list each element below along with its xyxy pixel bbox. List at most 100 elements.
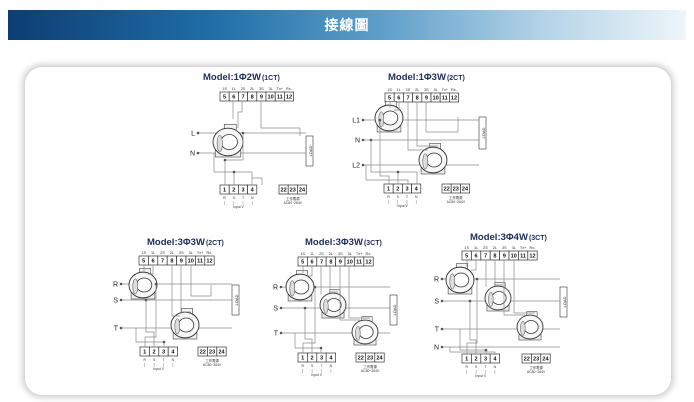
terminal-header-label: Tx+ [197, 251, 204, 255]
terminal-number: 5 [223, 95, 226, 101]
terminal-header-label: 2S [160, 251, 165, 255]
terminal-number: 11 [277, 95, 283, 101]
terminal-number: 3 [162, 350, 165, 356]
load-box: LOAD [231, 284, 240, 316]
terminal-number: 23 [290, 188, 296, 194]
terminal-number: 2 [475, 357, 478, 363]
input-v-label: Input V [311, 373, 322, 377]
current-transformer-icon [484, 282, 512, 312]
phase-sub-label: N [172, 358, 175, 362]
terminal-header-label: 1L [232, 87, 236, 91]
junction-dot [319, 346, 323, 350]
terminal-number: 3 [484, 357, 487, 363]
current-transformer-icon [445, 263, 475, 295]
junction-dot [119, 326, 123, 330]
terminal-number: 7 [320, 260, 323, 266]
phase-label-t: T [274, 330, 279, 337]
load-label: LOAD [481, 127, 486, 138]
phase-sub-label: R [387, 195, 390, 199]
terminal-header-label: 2S [483, 246, 488, 250]
ct-side [488, 291, 494, 307]
terminal-number: 22 [524, 357, 530, 363]
ct-inner-hole [326, 298, 342, 312]
power-label: 工作電源 [529, 365, 543, 370]
junction-dot [241, 131, 245, 135]
phase-sub-label: S [311, 364, 314, 368]
terminal-header-label: 2S [241, 87, 246, 91]
terminal-header-label: Tx+ [520, 246, 527, 250]
terminal-number: 6 [152, 259, 155, 265]
phase-label-t: T [435, 326, 440, 333]
terminal-number: 11 [442, 96, 448, 102]
terminal-header-label: Rx- [451, 88, 458, 92]
terminal-number: 11 [520, 254, 526, 260]
terminal-number: 8 [251, 95, 254, 101]
power-label: AC80~264V [361, 369, 380, 373]
phase-label-l: L [191, 130, 195, 137]
phase-sub-label: T [484, 365, 486, 369]
diagram-title-sub: (1CT) [262, 75, 280, 82]
terminal-number: 10 [432, 96, 438, 102]
wire [503, 260, 525, 316]
wire [469, 301, 477, 354]
phase-sub-label: T [242, 196, 244, 200]
phase-label-r: R [273, 284, 278, 291]
terminal-number: 12 [286, 95, 292, 101]
terminal-number: 6 [397, 96, 400, 102]
phase-sub-label: N [415, 195, 418, 199]
junction-dot [223, 158, 227, 162]
terminal-header-label: 3S [502, 246, 507, 250]
terminal-header-label: 3L [268, 87, 272, 91]
wire [398, 171, 418, 184]
phase-label-n: N [355, 137, 360, 144]
wire [329, 266, 338, 293]
input-v-label: Input V [153, 367, 164, 371]
terminal-number: 23 [209, 350, 215, 356]
terminal-box [449, 92, 459, 103]
terminal-number: 9 [425, 96, 428, 102]
junction-dot [119, 298, 123, 302]
diagram-title-sub: (2CT) [447, 75, 465, 82]
wire [394, 102, 400, 111]
load-rect [478, 116, 487, 150]
terminal-number: 7 [241, 95, 244, 101]
wire [449, 347, 496, 354]
junction-dot [279, 331, 283, 335]
current-transformer-icon [418, 143, 448, 175]
terminal-header-label: 3L [189, 251, 193, 255]
terminal-number: 24 [462, 187, 469, 193]
ct-inner-hole [178, 317, 195, 333]
wire [513, 260, 535, 314]
terminal-number: 22 [358, 356, 364, 362]
junction-dot [119, 282, 123, 286]
junction-dot [440, 345, 444, 349]
terminal-number: 1 [387, 187, 390, 193]
terminal-box [374, 352, 385, 363]
wire [294, 333, 322, 353]
phase-sub-label: N [494, 365, 497, 369]
power-label: AC80~264V [447, 200, 466, 204]
input-v-label: Input V [233, 205, 244, 209]
wire [307, 266, 313, 277]
terminal-box [527, 250, 538, 261]
diagram-title: Model:1Φ3W(2CT) [388, 72, 465, 83]
terminal-number: 2 [396, 187, 399, 193]
ct-inner-hole [293, 279, 310, 295]
terminal-header-label: 2L [170, 251, 174, 255]
diagram-title-sub: (2CT) [206, 240, 224, 247]
current-transformer-icon [285, 270, 315, 302]
terminal-box [216, 346, 227, 357]
terminal-number: 2 [311, 356, 314, 362]
load-box: LOAD [389, 294, 398, 326]
diagram-title: Model:3Φ4W(3CT) [470, 232, 547, 243]
wire [425, 102, 459, 133]
terminal-number: 8 [329, 260, 332, 266]
current-transformer-icon [128, 268, 158, 300]
terminal-number: 1 [143, 350, 146, 356]
terminal-header-label: 3S [338, 252, 343, 256]
